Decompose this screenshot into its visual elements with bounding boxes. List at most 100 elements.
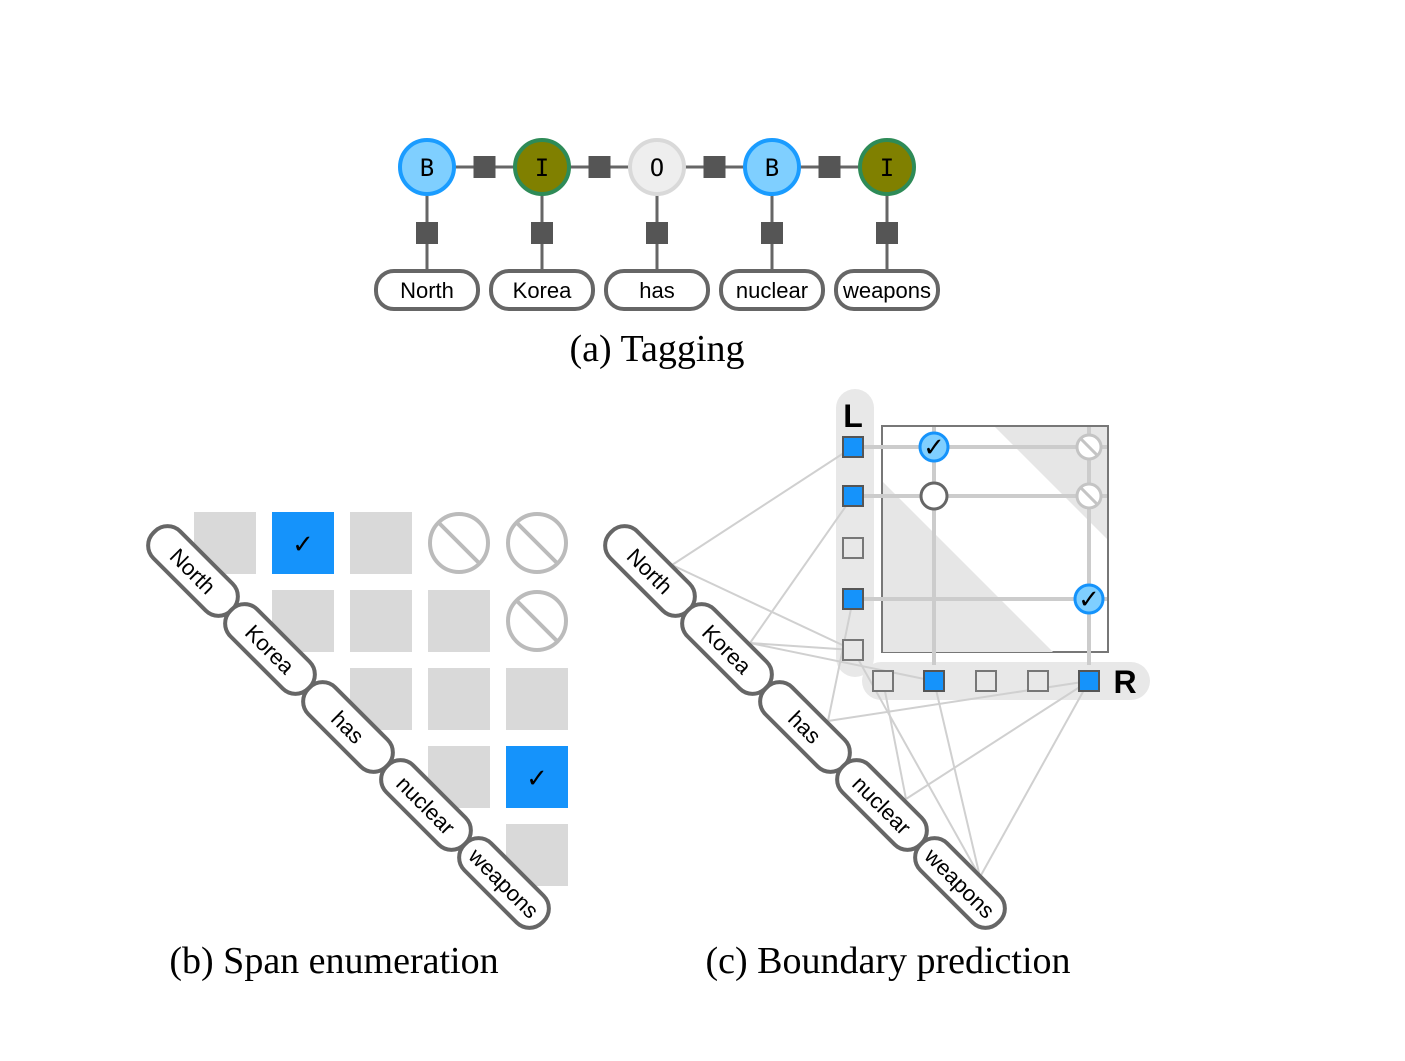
word-box: has (604, 269, 710, 311)
tag-node: O (628, 138, 686, 196)
tag-node-circle (743, 138, 801, 196)
tag-node: B (743, 138, 801, 196)
word-box: weapons (834, 269, 940, 311)
selected-span-cell: ✓ (506, 746, 568, 808)
connection-line (905, 680, 1090, 800)
invalid-span-icon (506, 590, 568, 652)
connection-line (827, 598, 854, 722)
right-boundary-square (975, 670, 997, 692)
emission-factor (416, 222, 438, 244)
check-icon: ✓ (1078, 585, 1100, 615)
diagonal-word: has (758, 680, 852, 774)
no-sign-slash (1079, 486, 1099, 506)
matrix-grid (862, 427, 1107, 665)
check-icon: ✓ (292, 530, 314, 560)
tag-node: B (398, 138, 456, 196)
diagonal-word: Korea (680, 602, 774, 696)
transition-factor (818, 156, 841, 178)
emission-factor (761, 222, 783, 244)
no-sign-slash (514, 598, 560, 644)
no-sign-slash (514, 520, 560, 566)
tag-node-circle (628, 138, 686, 196)
connection-line (671, 564, 854, 651)
right-boundary-square (1027, 670, 1049, 692)
span-cell (506, 668, 568, 730)
word-box: Korea (489, 269, 595, 311)
matrix-marks: ✓✓ (918, 431, 1105, 615)
lower-triangle-shade (883, 482, 1053, 652)
word-label: weapons (842, 278, 931, 303)
no-sign-slash (1079, 437, 1099, 457)
invalid-span-icon (428, 512, 490, 574)
tag-node-circle (858, 138, 916, 196)
transition-factor (703, 156, 726, 178)
connection-line (749, 642, 935, 682)
tag-label: I (535, 154, 549, 182)
word-box-frame (374, 269, 480, 311)
span-cell (272, 512, 334, 574)
word-box: nuclear (719, 269, 825, 311)
word-label: has (639, 278, 674, 303)
invalid-span-icon (506, 512, 568, 574)
span-cell (350, 590, 412, 652)
caption-span-enumeration: (b) Span enumeration (169, 940, 498, 982)
invalid-boundary-icon (1075, 433, 1103, 461)
emission-factor (876, 222, 898, 244)
transition-factor (588, 156, 611, 178)
selected-span-cell: ✓ (272, 512, 334, 574)
check-icon: ✓ (526, 764, 548, 794)
left-boundary-square (842, 537, 864, 559)
right-boundary-square (872, 670, 894, 692)
left-boundary-square (842, 588, 864, 610)
emission-factor (646, 222, 668, 244)
connection-line (979, 680, 1090, 878)
connection-line (671, 446, 854, 566)
tag-node: I (513, 138, 571, 196)
span-cell (428, 590, 490, 652)
candidate-boundary-circle (919, 481, 949, 511)
left-boundary-square (842, 436, 864, 458)
selected-boundary-circle (918, 431, 950, 463)
span-grid: ✓✓ (194, 512, 568, 886)
word-label: nuclear (736, 278, 808, 303)
diagonal-word: weapons (913, 836, 1007, 930)
tag-label: O (650, 154, 664, 182)
tag-label: B (420, 154, 434, 182)
span-cell (350, 512, 412, 574)
caption-boundary-prediction: (c) Boundary prediction (705, 940, 1070, 982)
selected-boundary-circle (1073, 583, 1105, 615)
word-label: North (400, 278, 454, 303)
selected-boundary-mark: ✓ (918, 431, 950, 463)
connection-line (882, 680, 907, 800)
tag-node: I (858, 138, 916, 196)
word-label: Korea (513, 278, 572, 303)
span-cell (506, 746, 568, 808)
word-box: North (374, 269, 480, 311)
span-cell (428, 668, 490, 730)
tag-node-circle (513, 138, 571, 196)
connection-line (933, 680, 981, 878)
transition-factor (473, 156, 496, 178)
left-axis-label: L (843, 398, 863, 434)
diagonal-word: weapons (457, 836, 551, 930)
tag-label: B (765, 154, 779, 182)
emission-factor (531, 222, 553, 244)
connection-line (749, 642, 854, 651)
word-boxes: North Korea has nuclear weapons (374, 269, 940, 311)
connection-line (749, 495, 854, 644)
word-box-frame (719, 269, 825, 311)
selected-boundary-mark: ✓ (1073, 583, 1105, 615)
word-box-frame (489, 269, 595, 311)
tag-label: I (880, 154, 894, 182)
invalid-boundary-icon (1075, 482, 1103, 510)
right-boundary-square (1078, 670, 1100, 692)
left-boundary-square (842, 639, 864, 661)
